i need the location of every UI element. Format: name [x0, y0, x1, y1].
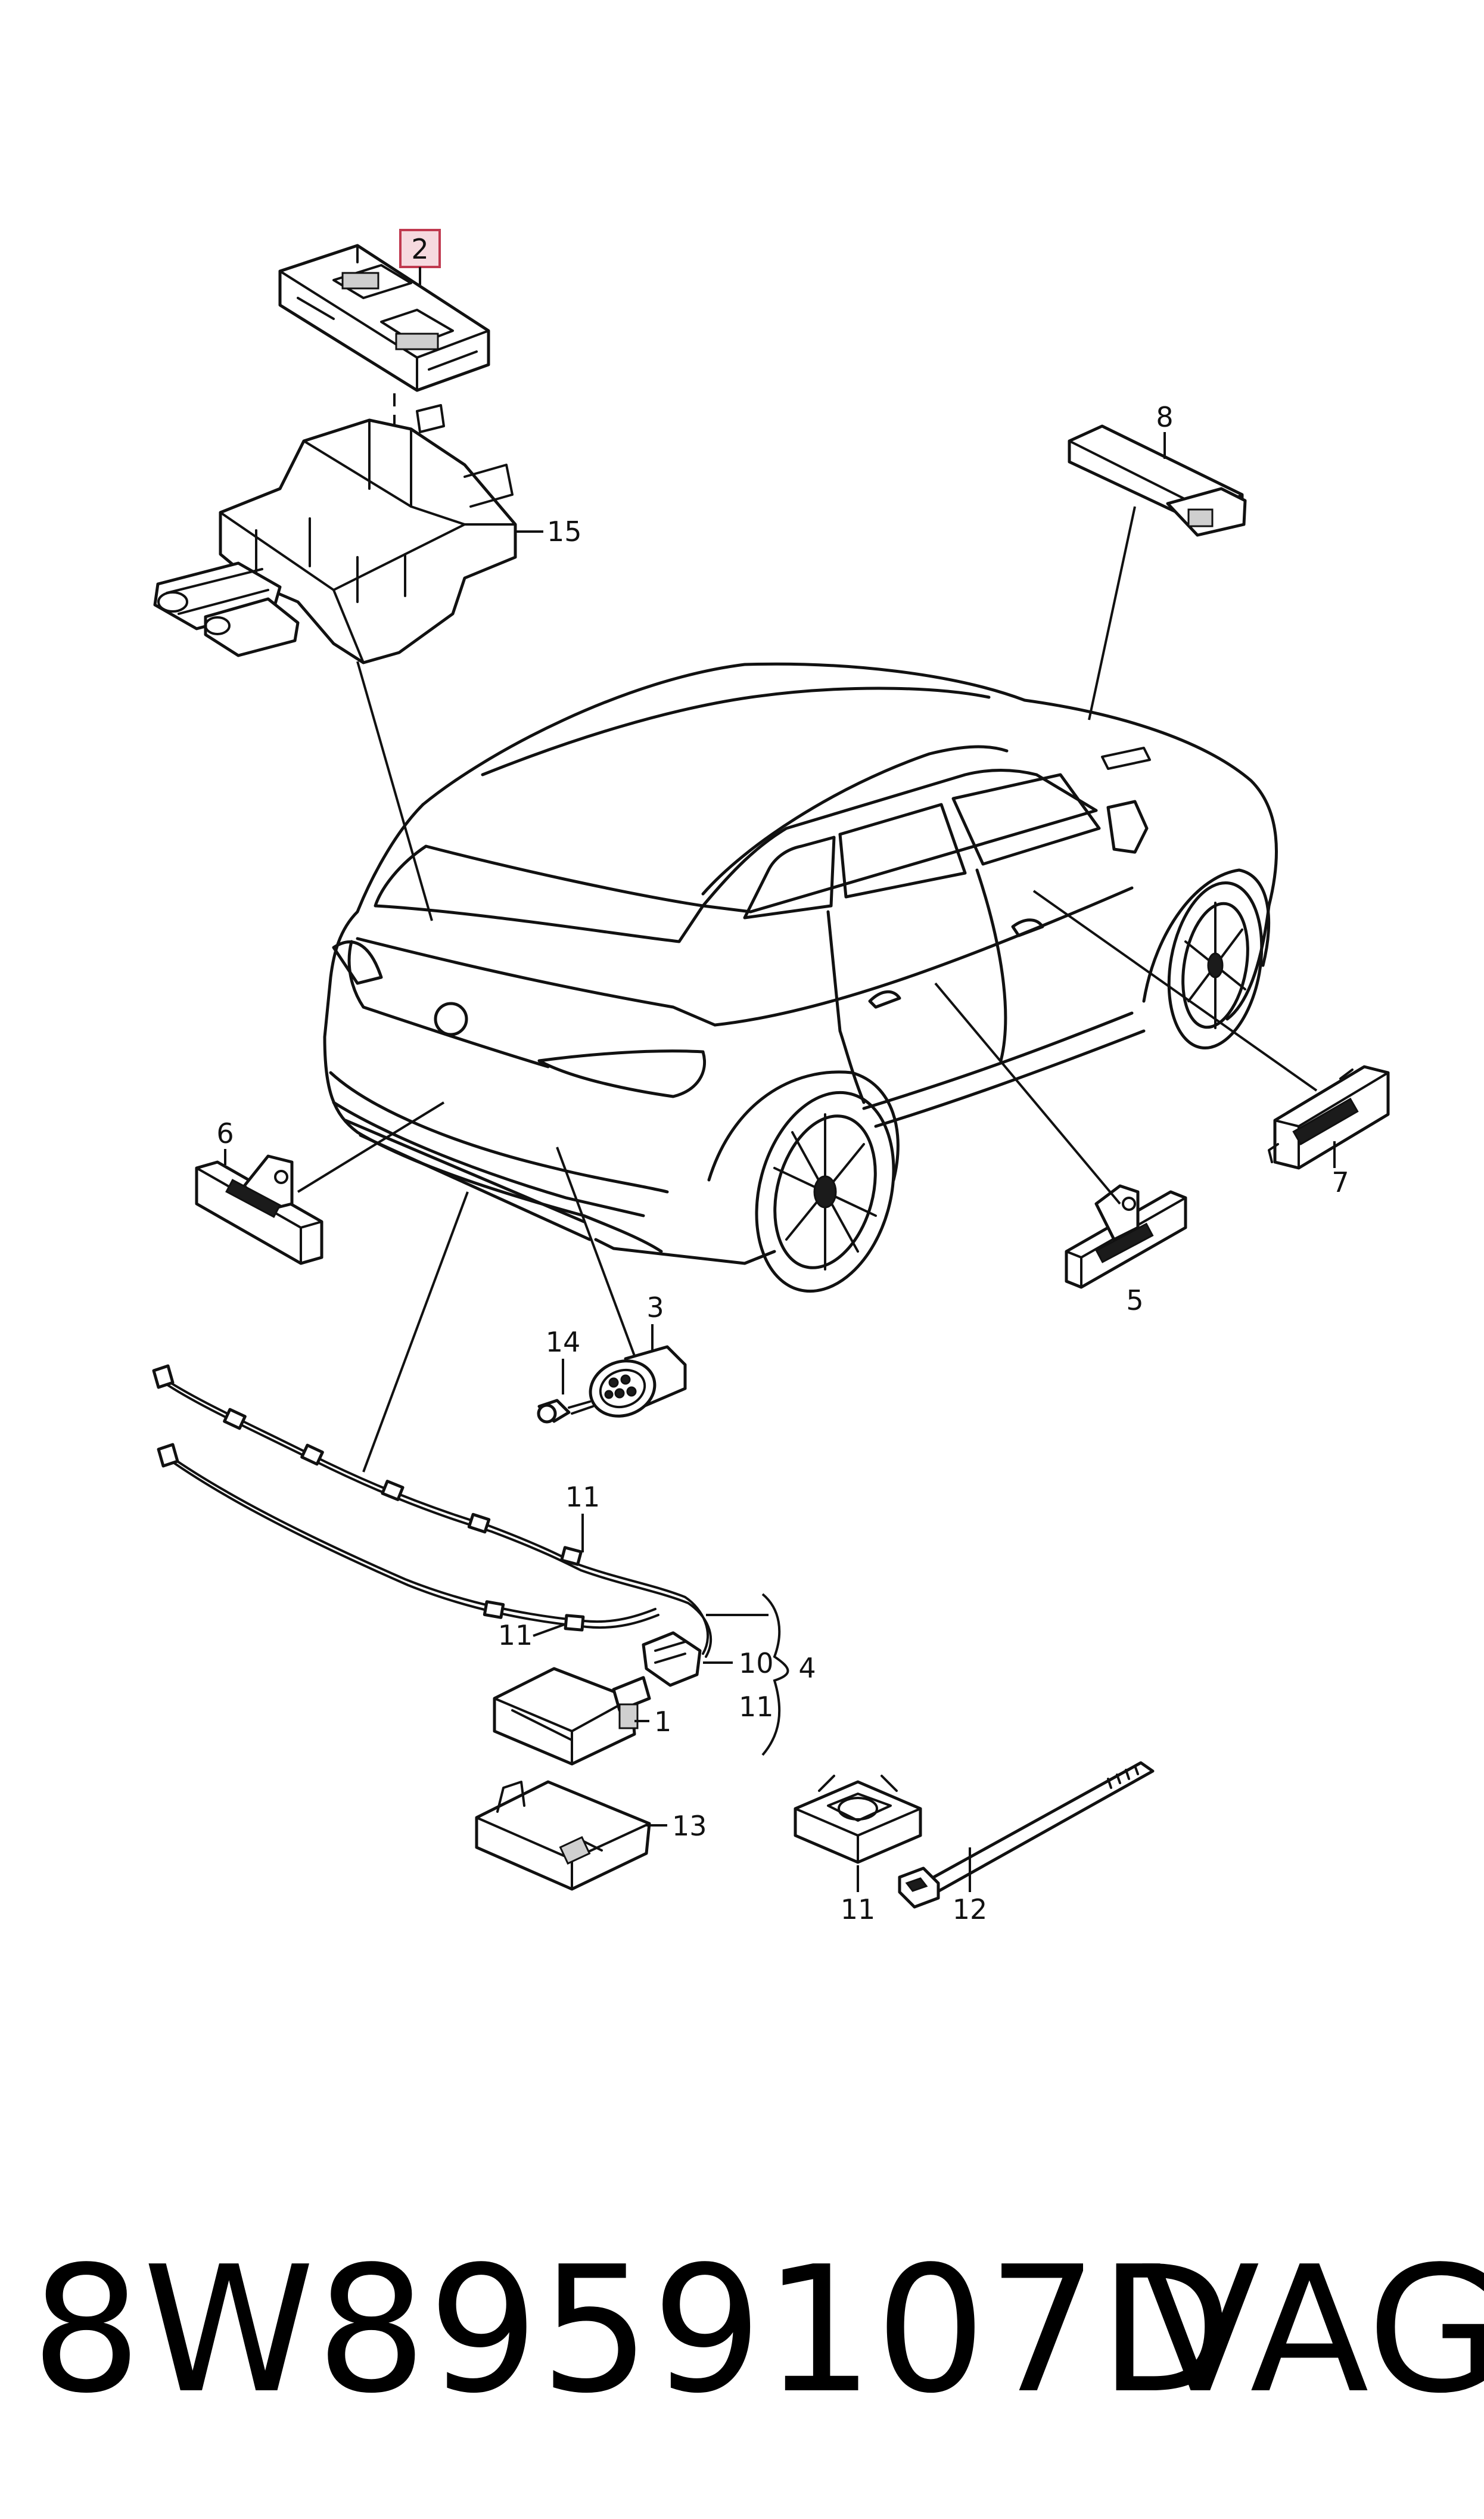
callout-11-left: 11 [498, 1619, 533, 1651]
callout-11-right: 11 [739, 1691, 774, 1723]
part-7-side-sensor [1268, 1065, 1390, 1170]
callout-3: 3 [646, 1291, 664, 1324]
footer: 8W8959107D VAG [0, 2232, 1484, 2428]
callout-15: 15 [547, 515, 582, 548]
part-4-wiring-harness [152, 1364, 713, 1687]
callout-10: 10 [739, 1647, 774, 1679]
callout-14: 14 [546, 1326, 581, 1358]
callout-7: 7 [1331, 1166, 1349, 1198]
part-number: 8W8959107D [31, 2229, 1234, 2431]
callout-8: 8 [1156, 401, 1173, 433]
part-8-sensor [1068, 424, 1247, 537]
part-14-screw [537, 1399, 594, 1424]
part-3-camera [589, 1345, 687, 1418]
part-1-control-unit [493, 1667, 651, 1766]
vehicle-illustration [323, 662, 1278, 1293]
callout-4: 4 [798, 1652, 816, 1684]
part-13-cover [475, 1780, 651, 1891]
parts-diagram: 2 15 8 [152, 229, 1390, 1925]
callout-6: 6 [216, 1117, 234, 1150]
callout-13: 13 [672, 1810, 707, 1842]
callout-1: 1 [654, 1706, 671, 1738]
part-6-sensor-bracket [195, 1154, 323, 1265]
part-5-sensor-bracket [1065, 1184, 1187, 1289]
callout-2: 2 [411, 233, 428, 265]
part-15-bracket [153, 404, 517, 664]
callout-12: 12 [953, 1893, 988, 1925]
callout-11-bottom: 11 [841, 1893, 876, 1925]
brand-label: VAG [1141, 2229, 1484, 2431]
callout-5: 5 [1126, 1284, 1143, 1316]
part-12-cable-tie [898, 1761, 1155, 1909]
part-2-control-module [278, 244, 490, 392]
callout-11-top: 11 [565, 1481, 601, 1513]
part-11-clip-holder [794, 1775, 922, 1864]
